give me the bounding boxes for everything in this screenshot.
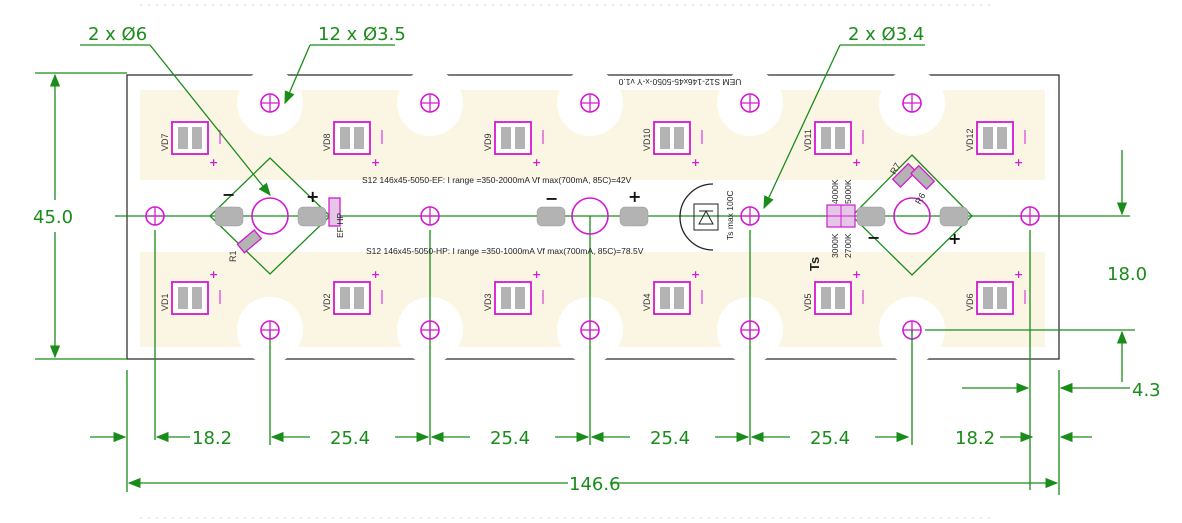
resistor-r6: R6 [910,164,936,206]
led-vd2: + VD2 [322,268,383,315]
led-plus: + [532,156,541,169]
led-label: VD8 [322,133,332,151]
mounting-hole [420,93,440,113]
dim-pitch-4: 25.4 [810,428,850,449]
led-label: VD7 [160,133,170,151]
center-hole-left [251,197,289,235]
mounting-hole [740,320,760,340]
dim-right-lower: 4.3 [1132,380,1161,401]
led-label: VD9 [483,133,493,151]
mounting-hole [580,320,600,340]
board-version-text: UEM S12-146x45-5050-x-Y v1.0 [618,77,741,87]
cct-selector: 4000K 5000K 3000K 2700K [826,179,856,258]
r6-label: R6 [913,191,927,206]
dim-right-upper: 18.0 [1107,264,1147,285]
ts-max-label: Ts max 100C [725,190,735,240]
dim-total-width: 146.6 [569,474,621,495]
diamond-left [209,157,331,275]
led-plus: + [691,156,700,169]
center-hole-right [893,197,931,235]
cct-2700-label: 2700K [843,233,853,258]
mounting-hole [260,320,280,340]
ts-label: Ts [807,257,822,271]
led-vd10: + VD10 [642,121,703,169]
resistor-r1: R1 [228,229,263,262]
led-plus: + [691,268,700,281]
led-row-top: + VD7 + VD8 + VD9 + VD10 + VD11 + VD12 [160,121,1026,169]
plus-right: + [948,229,961,248]
led-vd9: + VD9 [483,121,544,169]
mounting-hole [260,93,280,113]
led-vd11: + VD11 [803,121,864,169]
led-plus: + [371,156,380,169]
callout-holes-6: 2 x Ø6 [88,24,147,45]
led-label: VD11 [803,129,813,151]
dim-left-margin: 18.2 [192,428,232,449]
led-label: VD12 [965,128,975,151]
mounting-hole [580,93,600,113]
led-plus: + [371,268,380,281]
minus-left: − [222,185,235,204]
callout-holes-35: 12 x Ø3.5 [318,24,406,45]
led-label: VD10 [642,128,652,151]
center-hole-middle [571,197,609,235]
mounting-hole [740,206,760,226]
mounting-hole [145,206,165,226]
led-plus: + [1014,268,1023,281]
dim-pitch-3: 25.4 [650,428,690,449]
led-label: VD4 [642,293,652,311]
mounting-hole [420,320,440,340]
mounting-hole [740,93,760,113]
led-vd6: + VD6 [965,268,1026,315]
cct-5000-label: 5000K [843,179,853,204]
plus-left: + [306,187,319,206]
ef-hp-label: EF HP [335,213,345,238]
led-plus: + [209,268,218,281]
led-plus: + [852,268,861,281]
led-vd4: + VD4 [642,268,703,315]
led-vd1: + VD1 [160,268,221,315]
led-vd7: + VD7 [160,121,221,169]
minus-middle: − [545,189,558,208]
polarity-signs: − + − + − + [222,185,961,248]
led-label: VD2 [322,293,332,311]
led-row-bottom: + VD1 + VD2 + VD3 + VD4 + VD5 + VD6 [160,268,1026,315]
led-vd3: + VD3 [483,268,544,315]
led-plus: + [532,268,541,281]
led-vd8: + VD8 [322,121,383,169]
led-plus: + [852,156,861,169]
spec-hp-text: S12 146x45-5050-HP: I range =350-1000mA … [366,246,644,256]
resistor-r7: R7 [888,161,917,188]
led-plus: + [209,156,218,169]
r1-label: R1 [228,250,238,262]
plus-middle: + [628,187,641,206]
diamond-right [851,154,973,276]
led-vd12: + VD12 [965,121,1026,169]
thermal-sensor: Ts max 100C Ts [679,183,822,271]
dim-height: 45.0 [33,207,73,228]
mounting-hole [902,93,922,113]
callout-leaders [80,44,925,210]
solder-pads [214,206,969,227]
cct-3000-label: 3000K [830,233,840,258]
mounting-hole [1020,206,1040,226]
dim-pitch-1: 25.4 [330,428,370,449]
ef-hp-jumper: EF HP [328,197,345,238]
spec-ef-text: S12 146x45-5050-EF: I range =350-2000mA … [362,175,632,185]
cct-4000-label: 4000K [830,179,840,204]
led-label: VD6 [965,293,975,311]
led-plus: + [1014,156,1023,169]
dim-right-margin: 18.2 [955,428,995,449]
mounting-hole [420,206,440,226]
minus-right: − [867,228,880,247]
led-label: VD5 [803,293,813,311]
callout-holes-34: 2 x Ø3.4 [848,24,924,45]
led-label: VD3 [483,293,493,311]
pitch-dimensions [90,330,1092,445]
dim-pitch-2: 25.4 [490,428,530,449]
led-label: VD1 [160,293,170,311]
led-vd5: + VD5 [803,268,864,315]
r7-label: R7 [888,161,902,176]
